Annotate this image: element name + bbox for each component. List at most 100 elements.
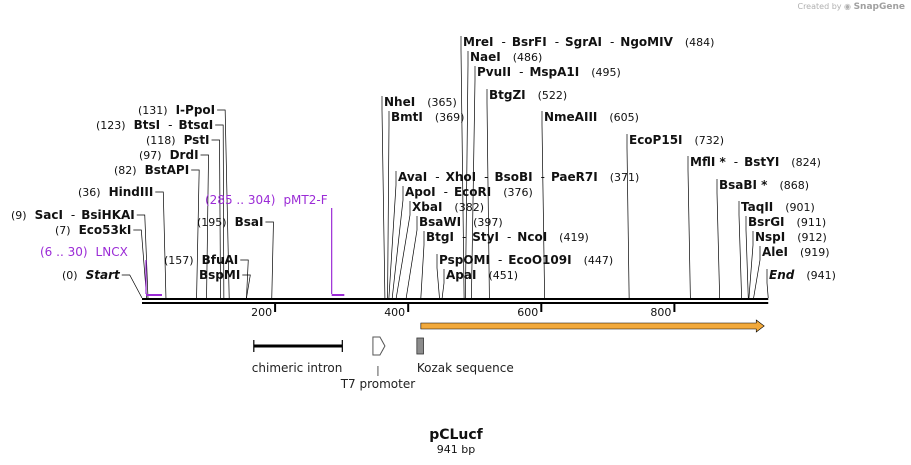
site-position-label: (195) bbox=[197, 216, 227, 229]
site-name-separator: - bbox=[168, 118, 172, 132]
restriction-site-saci[interactable]: (9)SacI-BsiHKAI bbox=[11, 208, 149, 299]
restriction-site-nhei[interactable]: NheI(365) bbox=[381, 95, 457, 299]
restriction-site-btsi[interactable]: (123)BtsI-BtsαI bbox=[96, 118, 225, 299]
enzyme-name: I-PpoI bbox=[176, 103, 216, 117]
feature-label-kozak-sequence: Kozak sequence bbox=[417, 361, 514, 375]
restriction-site-bsrgi[interactable]: BsrGI(911) bbox=[745, 215, 826, 299]
restriction-site-end[interactable]: End(941) bbox=[766, 268, 836, 299]
restriction-site-naei[interactable]: NaeI(486) bbox=[465, 50, 543, 299]
site-position-label: (901) bbox=[785, 201, 815, 214]
site-position-label: (486) bbox=[513, 51, 543, 64]
site-leader-line bbox=[745, 216, 749, 299]
axis-tick-label: 600 bbox=[517, 306, 538, 319]
primer-bar-lncx[interactable] bbox=[145, 294, 162, 296]
site-position-label: (919) bbox=[800, 246, 830, 259]
restriction-site-nmeaiii[interactable]: NmeAIII(605) bbox=[541, 110, 639, 299]
site-leader-line bbox=[626, 134, 630, 299]
axis-tick-label: 200 bbox=[251, 306, 272, 319]
restriction-site-mfli[interactable]: MflI *-BstYI(824) bbox=[687, 155, 821, 299]
site-leader-line bbox=[753, 246, 761, 299]
site-leader-line bbox=[191, 169, 200, 299]
restriction-site-eco53[interactable]: (7)Eco53kI bbox=[55, 223, 148, 299]
kozak-sequence-box[interactable] bbox=[416, 337, 424, 355]
primer-name-pmt2f: pMT2-F bbox=[283, 193, 327, 207]
site-position-label: (732) bbox=[695, 134, 725, 147]
site-leader-line bbox=[211, 139, 221, 299]
site-position-label: (382) bbox=[454, 201, 484, 214]
site-position-label: (157) bbox=[164, 254, 194, 267]
site-leader-line bbox=[486, 89, 490, 299]
restriction-site-ppoi[interactable]: (131)I-PpoI bbox=[138, 103, 230, 299]
enzyme-name: BfuAI bbox=[202, 253, 239, 267]
restriction-site-pvuii[interactable]: PvuII-MspA1I(495) bbox=[471, 65, 621, 299]
feature-label-t7-promoter: T7 promoter bbox=[340, 377, 416, 391]
enzyme-name: HindIII bbox=[109, 185, 154, 199]
restriction-site-alei[interactable]: AleI(919) bbox=[753, 245, 830, 299]
enzyme-name: ApaI bbox=[446, 268, 476, 282]
restriction-site-apoi[interactable]: ApoI-EcoRI(376) bbox=[391, 185, 533, 299]
restriction-site-bfuai[interactable]: (157) BfuAI bbox=[164, 253, 249, 299]
restriction-site-btgi[interactable]: BtgI-StyI-NcoI(419) bbox=[420, 230, 589, 299]
site-name-separator: - bbox=[435, 170, 439, 184]
chimeric-intron-bar[interactable] bbox=[253, 344, 343, 348]
site-leader-line bbox=[766, 269, 769, 299]
restriction-site-drdi[interactable]: (97)DrdI bbox=[139, 148, 209, 299]
restriction-site-nspi[interactable]: NspI(912) bbox=[748, 230, 827, 299]
site-position-label: (376) bbox=[503, 186, 533, 199]
site-leader-line bbox=[387, 111, 390, 299]
restriction-site-xbai[interactable]: XbaI(382) bbox=[395, 200, 484, 299]
enzyme-name: BsiHKAI bbox=[81, 208, 135, 222]
restriction-site-bspmi[interactable]: BspMI bbox=[199, 268, 251, 299]
restriction-site-start[interactable]: (0)Start bbox=[62, 268, 143, 299]
enzyme-name: MflI * bbox=[690, 155, 726, 169]
site-position-label: (522) bbox=[538, 89, 568, 102]
restriction-site-bstapi[interactable]: (82)BstAPI bbox=[114, 163, 200, 299]
site-name-separator: - bbox=[734, 155, 738, 169]
restriction-site-btgzi[interactable]: BtgZI(522) bbox=[486, 88, 568, 299]
site-name-separator: - bbox=[484, 170, 488, 184]
enzyme-name: MreI bbox=[463, 35, 493, 49]
restriction-site-bmti[interactable]: BmtI(369) bbox=[387, 110, 465, 299]
enzyme-name: BsaWI bbox=[419, 215, 461, 229]
restriction-site-bsai[interactable]: (195)BsaI bbox=[197, 215, 274, 299]
restriction-site-bsawi[interactable]: BsaWI(397) bbox=[405, 215, 503, 299]
axis-tick-label: 800 bbox=[650, 306, 671, 319]
enzyme-name: NheI bbox=[384, 95, 415, 109]
enzyme-name: BspMI bbox=[199, 268, 240, 282]
site-position-label: (0) bbox=[62, 269, 78, 282]
primer-bar-pmt2f[interactable] bbox=[331, 294, 345, 296]
site-position-label: (7) bbox=[55, 224, 71, 237]
site-position-label: (495) bbox=[591, 66, 621, 79]
restriction-site-ecop15i[interactable]: EcoP15I(732) bbox=[626, 133, 725, 299]
enzyme-name: ApoI bbox=[405, 185, 436, 199]
enzyme-name: PvuII bbox=[477, 65, 511, 79]
enzyme-name: NgoMIV bbox=[620, 35, 673, 49]
site-leader-line bbox=[240, 259, 249, 299]
primer-name-lncx: LNCX bbox=[96, 245, 128, 259]
restriction-site-hind[interactable]: (36)HindIII bbox=[78, 185, 167, 299]
primer-range-pmt2f: (285 .. 304) bbox=[205, 193, 275, 207]
site-leader-line bbox=[716, 179, 721, 299]
restriction-site-apai[interactable]: ApaI(451) bbox=[441, 268, 518, 299]
restriction-site-pspomi[interactable]: PspOMI-EcoO109I(447) bbox=[436, 253, 613, 299]
site-position-label: (9) bbox=[11, 209, 27, 222]
enzyme-name: AvaI bbox=[398, 170, 427, 184]
site-position-label: (941) bbox=[806, 269, 836, 282]
orf-arrow[interactable] bbox=[420, 319, 765, 333]
enzyme-name: BtsI bbox=[134, 118, 161, 132]
restriction-site-psti[interactable]: (118)PstI bbox=[146, 133, 221, 299]
t7-promoter-arrow[interactable] bbox=[372, 336, 386, 356]
restriction-site-mrei[interactable]: MreI-BsrFI-SgrAI-NgoMIV(484) bbox=[460, 35, 715, 299]
restriction-site-bsabi[interactable]: BsaBI *(868) bbox=[716, 178, 809, 299]
snapgene-logo-icon: ◉ bbox=[844, 2, 852, 11]
site-position-label: (484) bbox=[685, 36, 715, 49]
enzyme-name: NcoI bbox=[517, 230, 547, 244]
restriction-site-avai[interactable]: AvaI-XhoI-BsoBI-PaeR7I(371) bbox=[388, 170, 639, 299]
enzyme-name: NspI bbox=[755, 230, 785, 244]
site-leader-line bbox=[420, 231, 425, 299]
site-position-label: (369) bbox=[435, 111, 465, 124]
restriction-site-taqii[interactable]: TaqII(901) bbox=[738, 200, 815, 299]
site-position-label: (123) bbox=[96, 119, 126, 132]
site-name-separator: - bbox=[444, 185, 448, 199]
